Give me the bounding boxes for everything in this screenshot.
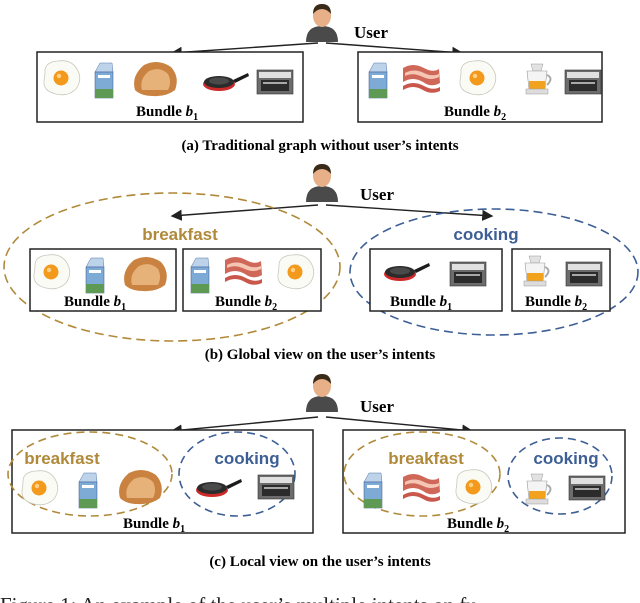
egg-icon — [455, 469, 493, 505]
milk-icon — [368, 62, 388, 99]
milk-icon — [190, 257, 210, 294]
bundle-1-label: Bundle b1 — [390, 294, 452, 313]
cooking-intent-label: cooking — [214, 449, 279, 468]
oven-icon — [564, 69, 602, 95]
egg-icon — [33, 254, 71, 290]
panel-a: User Bundle b1 Bundle b2 (a) Traditional… — [36, 4, 603, 154]
bundle-1-label: Bundle b1 — [136, 104, 198, 123]
panel-c: User breakfast cooking Bundle b1 breakfa… — [7, 374, 626, 570]
egg-icon — [43, 60, 81, 96]
oven-icon — [565, 261, 603, 287]
panel-b: User breakfast Bundle b1 Bundle b2 cooki… — [3, 164, 639, 363]
milk-icon — [85, 257, 105, 294]
oven-icon — [568, 475, 606, 501]
milk-icon — [78, 472, 98, 509]
user-icon — [306, 374, 338, 412]
milk-icon — [363, 472, 383, 509]
user-label: User — [360, 185, 394, 204]
bundle-2-label: Bundle b2 — [444, 104, 506, 123]
edge-user-cooking — [325, 204, 494, 221]
caption-c: (c) Local view on the user’s intents — [209, 554, 431, 570]
caption-a: (a) Traditional graph without user’s int… — [181, 138, 458, 154]
bundle-2-label: Bundle b2 — [447, 516, 509, 535]
user-icon — [306, 4, 338, 42]
cooking-intent-label: cooking — [533, 449, 598, 468]
cooking-intent-ellipse — [178, 431, 296, 517]
bundle-2-label: Bundle b2 — [525, 294, 587, 313]
user-label: User — [354, 23, 388, 42]
breakfast-intent-ellipse — [3, 192, 341, 342]
breakfast-intent-ellipse — [7, 431, 173, 517]
caption-b: (b) Global view on the user’s intents — [205, 347, 436, 363]
egg-icon — [21, 470, 59, 506]
bundle-1-label: Bundle b1 — [64, 294, 126, 313]
edge-user-bundle-2 — [325, 416, 474, 436]
breakfast-intent-label: breakfast — [388, 449, 464, 468]
oven-icon — [257, 474, 295, 500]
breakfast-intent-ellipse — [343, 431, 501, 517]
oven-icon — [256, 69, 294, 95]
breakfast-intent-label: breakfast — [142, 225, 218, 244]
oven-icon — [449, 261, 487, 287]
cooking-intent-label: cooking — [453, 225, 518, 244]
user-label: User — [360, 397, 394, 416]
cooking-intent-ellipse — [507, 437, 613, 515]
edge-user-bundle-1 — [170, 416, 319, 436]
figure-caption-partial: Figure 1: An example of the user’s multi… — [0, 593, 477, 603]
cooking-intent-ellipse — [349, 208, 639, 336]
bundle-2-label: Bundle b2 — [215, 294, 277, 313]
egg-icon — [459, 60, 497, 96]
bundle-1-label: Bundle b1 — [123, 516, 185, 535]
edge-user-breakfast — [170, 204, 319, 221]
breakfast-intent-label: breakfast — [24, 449, 100, 468]
milk-icon — [94, 62, 114, 99]
user-icon — [306, 164, 338, 202]
egg-icon — [277, 254, 315, 290]
